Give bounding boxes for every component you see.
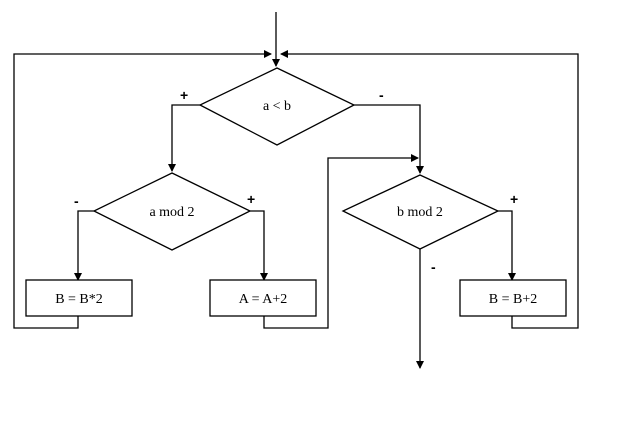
loop-back-right-connector	[280, 50, 579, 329]
a-mod-2-false-connector	[74, 210, 94, 281]
decision-b-mod-2-label: b mod 2	[397, 205, 443, 220]
decision-a-mod-2-label: a mod 2	[149, 205, 194, 220]
process-b-plus-2: B = B+2	[459, 279, 567, 317]
decision-a-lt-b-label: a < b	[263, 99, 291, 114]
process-b-times-2-label: B = B*2	[55, 292, 103, 307]
process-b-plus-2-label: B = B+2	[489, 292, 537, 307]
decision-b-mod-2: b mod 2	[341, 174, 500, 250]
process-b-times-2: B = B*2	[25, 279, 133, 317]
b-mod-2-true-connector	[498, 210, 516, 281]
process-a-plus-2: A = A+2	[209, 279, 317, 317]
a-lt-b-true-connector	[168, 104, 200, 172]
sign-b-mod-2-true: +	[510, 191, 518, 207]
a-plus-2-merge-connector	[263, 154, 419, 329]
decision-a-lt-b: a < b	[198, 67, 356, 146]
sign-b-mod-2-false: -	[431, 259, 436, 275]
sign-a-lt-b-true: +	[180, 87, 188, 103]
sign-a-mod-2-true: +	[247, 191, 255, 207]
a-mod-2-true-connector	[250, 210, 268, 281]
sign-a-lt-b-false: -	[379, 87, 384, 103]
loop-back-left-connector	[13, 50, 272, 329]
a-lt-b-false-connector	[354, 104, 424, 174]
sign-a-mod-2-false: -	[74, 193, 79, 209]
decision-a-mod-2: a mod 2	[92, 172, 252, 251]
process-a-plus-2-label: A = A+2	[239, 292, 287, 307]
